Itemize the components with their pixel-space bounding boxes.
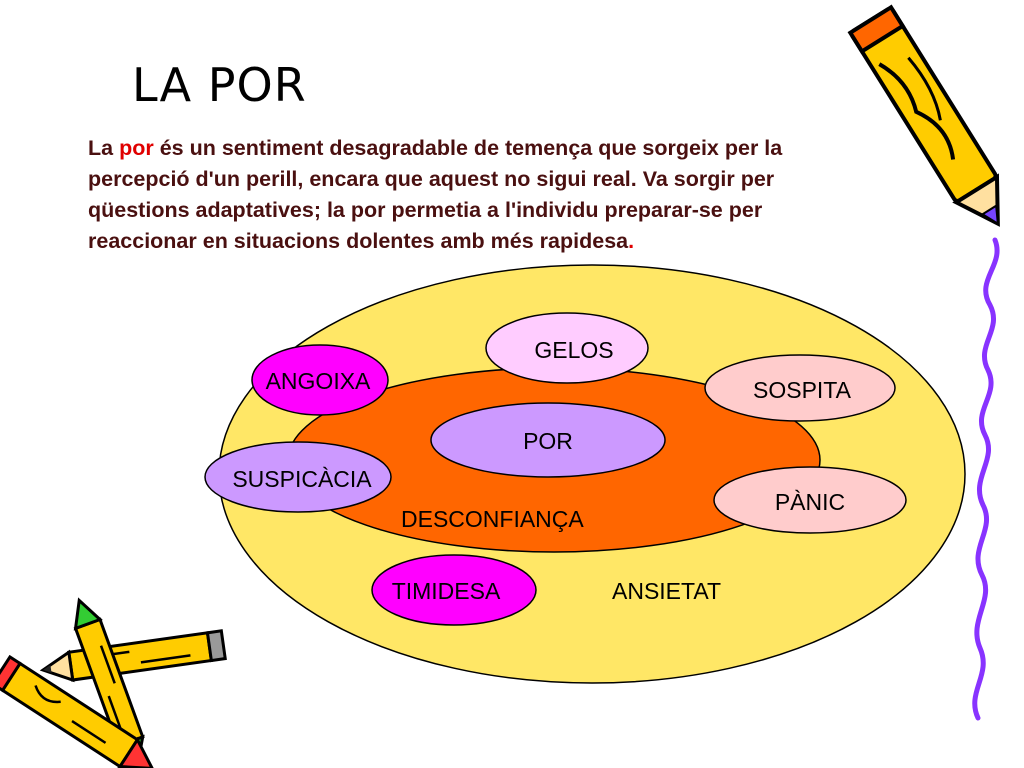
paragraph-prefix: La: [88, 136, 120, 160]
panic-label: PÀNIC: [775, 489, 845, 515]
gelos-bubble: [485, 312, 649, 384]
sospita-bubble: [704, 354, 896, 422]
por-ellipse: [430, 402, 666, 478]
paragraph-body: és un sentiment desagradable de temença …: [88, 136, 783, 253]
page-title: LA POR: [132, 58, 307, 112]
angoixa-bubble: [251, 344, 389, 416]
ansietat-label: ANSIETAT: [612, 578, 721, 604]
suspicacia-label: SUSPICÀCIA: [232, 466, 372, 492]
desconfianca-label: DESCONFIANÇA: [401, 506, 584, 532]
squiggle-line: [972, 237, 1000, 721]
timidesa-bubble: [371, 554, 537, 626]
por-label: POR: [523, 428, 573, 454]
paragraph-end: .: [628, 229, 635, 253]
gelos-label: GELOS: [534, 337, 613, 363]
timidesa-label: TIMIDESA: [392, 578, 501, 604]
suspicacia-bubble: [204, 441, 392, 513]
definition-paragraph: La por és un sentiment desagradable de t…: [88, 133, 858, 257]
pencil-icon: [847, 4, 1000, 227]
angoixa-label: ANGOIXA: [266, 368, 371, 394]
panic-bubble: [713, 466, 907, 534]
crayons-icon: [0, 597, 227, 768]
paragraph-highlight: por: [119, 136, 154, 160]
sospita-label: SOSPITA: [753, 377, 852, 403]
